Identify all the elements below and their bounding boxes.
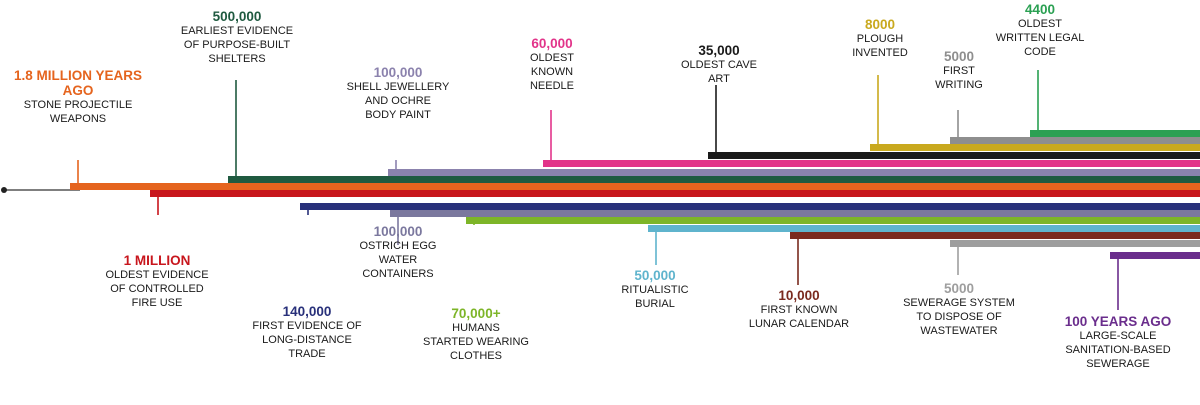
event-description: OLDEST EVIDENCE OF CONTROLLED FIRE USE — [105, 269, 209, 309]
label-lunar-calendar: 10,000 FIRST KNOWN LUNAR CALENDAR — [734, 288, 864, 331]
label-stone-projectile-weapons: 1.8 MILLION YEARS AGO STONE PROJECTILE W… — [3, 68, 153, 126]
event-date: 100,000 — [373, 65, 423, 80]
event-description: RITUALISTIC BURIAL — [621, 284, 689, 310]
event-description: OLDEST CAVE ART — [680, 59, 757, 85]
event-description: HUMANS STARTED WEARING CLOTHES — [423, 322, 529, 362]
timeline-stripe-shell-jewellery — [388, 160, 1200, 176]
event-date: 100,000 — [373, 224, 423, 239]
event-description: LARGE-SCALE SANITATION-BASED SEWERAGE — [1065, 330, 1171, 370]
event-date: 100 YEARS AGO — [1064, 314, 1172, 329]
event-date: 60,000 — [531, 36, 573, 51]
event-date: 35,000 — [698, 43, 740, 58]
label-plough-invented: 8000 PLOUGH INVENTED — [825, 17, 935, 60]
event-date: 4400 — [1024, 2, 1056, 17]
event-description: SHELL JEWELLERY AND OCHRE BODY PAINT — [346, 81, 450, 121]
timeline-start-dot — [1, 187, 7, 193]
timeline-stripe-sewerage-system — [950, 240, 1200, 275]
event-date: 70,000+ — [451, 306, 501, 321]
timeline-stripe-ritualistic-burial — [648, 225, 1200, 265]
event-date: 50,000 — [634, 268, 676, 283]
timeline-stripe-oldest-cave-art — [708, 85, 1200, 159]
label-controlled-fire: 1 MILLION OLDEST EVIDENCE OF CONTROLLED … — [87, 253, 227, 310]
label-shell-jewellery: 100,000 SHELL JEWELLERY AND OCHRE BODY P… — [328, 65, 468, 122]
event-date: 140,000 — [282, 304, 332, 319]
event-description: STONE PROJECTILE WEAPONS — [23, 99, 133, 125]
label-sanitation-sewerage: 100 YEARS AGO LARGE-SCALE SANITATION-BAS… — [1043, 314, 1193, 371]
label-sewerage-system: 5000 SEWERAGE SYSTEM TO DISPOSE OF WASTE… — [894, 281, 1024, 338]
label-ritualistic-burial: 50,000 RITUALISTIC BURIAL — [595, 268, 715, 311]
event-date: 500,000 — [212, 9, 262, 24]
event-description: FIRST WRITING — [935, 65, 983, 91]
label-ostrich-egg-containers: 100,000 OSTRICH EGG WATER CONTAINERS — [333, 224, 463, 281]
event-date: 5000 — [943, 281, 975, 296]
timeline-stripe-purpose-built-shelters — [228, 80, 1200, 183]
timeline-stripe-oldest-needle — [543, 110, 1200, 167]
event-description: OLDEST WRITTEN LEGAL CODE — [995, 18, 1085, 58]
event-date: 10,000 — [778, 288, 820, 303]
label-oldest-needle: 60,000 OLDEST KNOWN NEEDLE — [497, 36, 607, 93]
event-description: OLDEST KNOWN NEEDLE — [529, 52, 575, 92]
event-description: FIRST KNOWN LUNAR CALENDAR — [748, 304, 850, 330]
label-oldest-legal-code: 4400 OLDEST WRITTEN LEGAL CODE — [985, 2, 1095, 59]
timeline-stripe-sanitation-sewerage — [1110, 252, 1200, 310]
event-date: 8000 — [864, 17, 896, 32]
label-first-writing: 5000 FIRST WRITING — [914, 49, 1004, 92]
label-purpose-built-shelters: 500,000 EARLIEST EVIDENCE OF PURPOSE-BUI… — [167, 9, 307, 66]
event-date: 1.8 MILLION YEARS AGO — [13, 68, 143, 98]
label-long-distance-trade: 140,000 FIRST EVIDENCE OF LONG-DISTANCE … — [237, 304, 377, 361]
timeline-stripe-stone-projectile-weapons — [70, 160, 1200, 190]
label-wearing-clothes: 70,000+ HUMANS STARTED WEARING CLOTHES — [411, 306, 541, 363]
timeline-stripe-plough-invented — [870, 75, 1200, 151]
timeline-stripe-wearing-clothes — [466, 217, 1200, 225]
timeline-stripe-long-distance-trade — [300, 203, 1200, 215]
timeline-stripe-controlled-fire — [150, 190, 1200, 215]
event-description: PLOUGH INVENTED — [852, 33, 908, 59]
event-description: FIRST EVIDENCE OF LONG-DISTANCE TRADE — [252, 320, 362, 360]
timeline-stripe-oldest-legal-code — [1030, 70, 1200, 137]
label-oldest-cave-art: 35,000 OLDEST CAVE ART — [659, 43, 779, 86]
timeline-stripe-ostrich-egg-containers — [390, 210, 1200, 245]
event-description: SEWERAGE SYSTEM TO DISPOSE OF WASTEWATER — [903, 297, 1015, 337]
timeline-stripe-lunar-calendar — [790, 232, 1200, 285]
event-description: EARLIEST EVIDENCE OF PURPOSE-BUILT SHELT… — [180, 25, 294, 65]
event-description: OSTRICH EGG WATER CONTAINERS — [359, 240, 437, 280]
event-date: 1 MILLION — [123, 253, 191, 268]
timeline-stripe-first-writing — [950, 110, 1200, 144]
event-date: 5000 — [943, 49, 975, 64]
